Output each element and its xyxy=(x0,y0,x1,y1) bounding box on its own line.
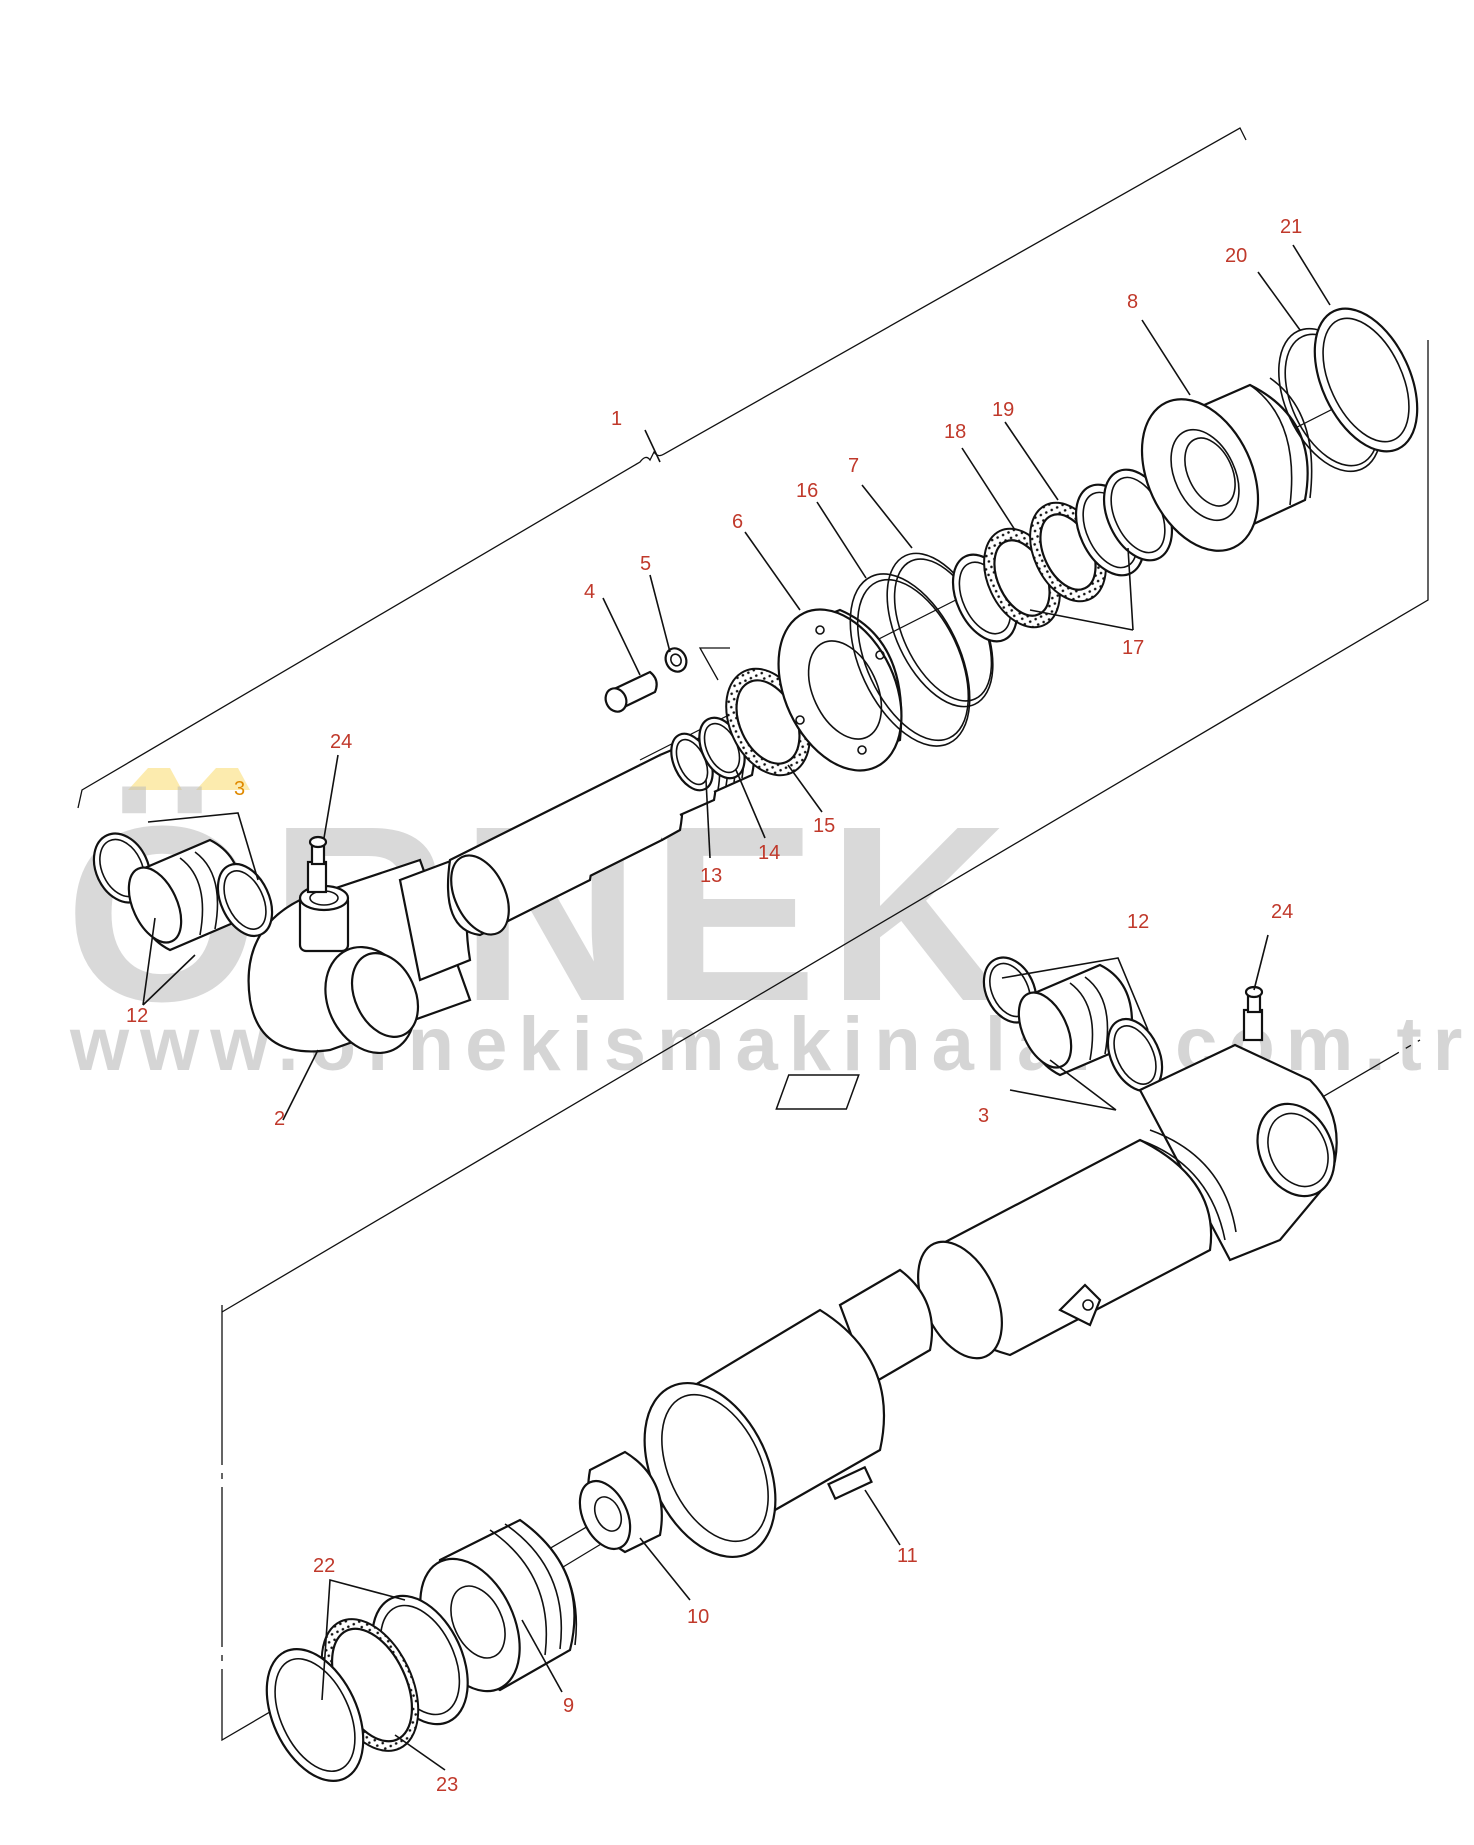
rod-assembly-bracket xyxy=(77,127,1247,809)
pin-bush-left xyxy=(92,832,274,952)
cylinder-barrel xyxy=(643,1043,1338,1559)
callout-19: 19 xyxy=(992,399,1014,421)
callout-5: 5 xyxy=(640,553,651,575)
rod-seal-set xyxy=(951,468,1174,643)
cap-screw xyxy=(604,670,658,713)
callout-9: 9 xyxy=(563,1695,574,1717)
lock-washer xyxy=(664,647,688,673)
callout-1: 1 xyxy=(611,408,622,430)
callout-13: 13 xyxy=(700,865,722,887)
callout-3-left: 3 xyxy=(234,778,245,800)
piston-nut xyxy=(578,1450,663,1554)
callout-20: 20 xyxy=(1225,245,1247,267)
watermark-accent-mark xyxy=(128,768,182,790)
grease-nipple-upper xyxy=(306,835,328,894)
callout-12-left: 12 xyxy=(126,1005,148,1027)
backup-ring-21 xyxy=(1313,307,1419,453)
callout-7: 7 xyxy=(848,455,859,477)
callout-4: 4 xyxy=(584,581,595,603)
callout-8: 8 xyxy=(1127,291,1138,313)
callout-18: 18 xyxy=(944,421,966,443)
piston-ring-22b xyxy=(265,1648,365,1782)
callout-16: 16 xyxy=(796,480,818,502)
gland-head xyxy=(1140,377,1313,552)
grease-nipple-right xyxy=(1242,985,1264,1042)
watermark-accent-mark xyxy=(196,768,250,790)
callout-labels: 1 2 3 3 4 5 6 7 8 9 10 11 12 12 13 14 15… xyxy=(126,216,1302,1796)
callout-6: 6 xyxy=(732,511,743,533)
callout-21: 21 xyxy=(1280,216,1302,238)
callout-11: 11 xyxy=(897,1545,918,1567)
callout-2: 2 xyxy=(274,1108,285,1130)
callout-15: 15 xyxy=(813,815,835,837)
callout-17: 17 xyxy=(1122,637,1144,659)
callout-24-right: 24 xyxy=(1271,901,1293,923)
callout-24-upper: 24 xyxy=(330,731,352,753)
callout-14: 14 xyxy=(758,842,780,864)
upper-frame-outline xyxy=(221,340,1429,1313)
pin-bush-right xyxy=(982,956,1164,1093)
leader-lines xyxy=(142,244,1331,1771)
gland-flange xyxy=(777,608,903,772)
snap-ring-16 xyxy=(849,573,971,747)
callout-3-right: 3 xyxy=(978,1105,989,1127)
callout-10: 10 xyxy=(687,1606,709,1628)
callout-22: 22 xyxy=(313,1555,335,1577)
callout-12-right: 12 xyxy=(1127,911,1149,933)
callout-23: 23 xyxy=(436,1774,458,1796)
